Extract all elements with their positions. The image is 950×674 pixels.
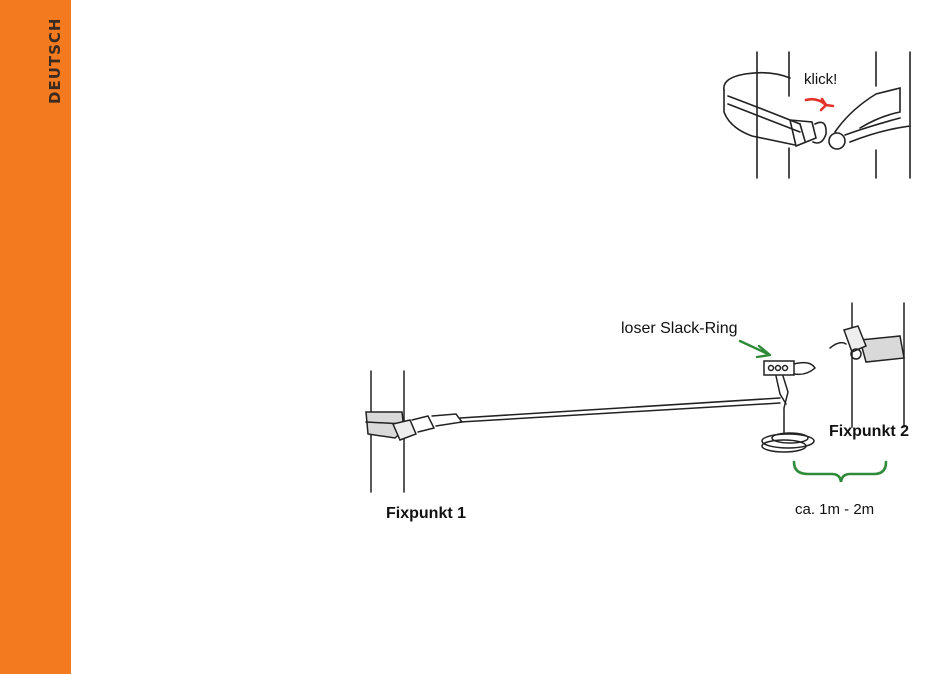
anchor-2-label: Fixpunkt 2 (829, 423, 909, 440)
slack-ring-label: loser Slack-Ring (621, 320, 737, 337)
click-label: klick! (804, 71, 837, 88)
click-arrow-icon (806, 99, 833, 110)
slack-ring-arrow-icon (740, 341, 770, 357)
anchor-1-label: Fixpunkt 1 (386, 505, 466, 522)
distance-label: ca. 1m - 2m (795, 501, 874, 518)
distance-brace-icon (794, 462, 886, 482)
